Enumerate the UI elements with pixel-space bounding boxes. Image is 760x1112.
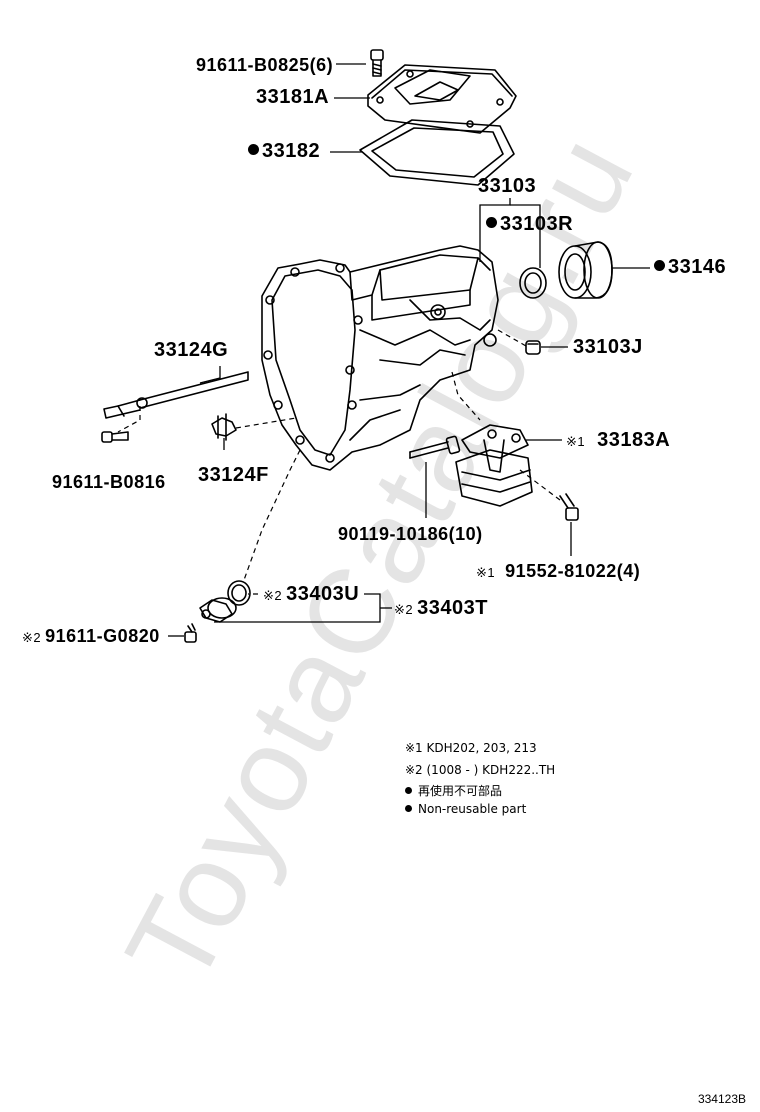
sensor-icon [199,597,237,623]
clip-icon [211,413,237,441]
non-reusable-dot-icon [248,144,259,156]
label-bolt-top: 91611-B0825(6) [196,55,334,75]
leader-lines [168,63,650,637]
label-clip: 33124F [198,464,269,486]
transmission-case-icon [261,245,499,471]
label-plug: 33103J [573,336,643,358]
bolt-top-icon [370,49,384,77]
label-case: 33103 [478,175,537,197]
plug-icon [525,340,541,355]
label-cover: 33181A [256,86,330,108]
note-1: ※1 KDH202, 203, 213 [405,741,537,755]
mount-icon [455,424,533,507]
bullet-dot-icon [405,805,412,812]
label-bolt-left: 91611-B0816 [52,472,166,492]
bolt-left-icon [101,431,129,443]
label-long-bolt: 90119-10186(10) [338,524,483,544]
note-4: Non-reusable part [405,802,526,817]
bolt-right-icon [559,493,579,521]
note-2: ※2 (1008 - ) KDH222..TH [405,763,556,777]
cover-plate-icon [367,64,517,134]
diagram-code: 334123B [697,1092,746,1106]
bullet-dot-icon [405,787,412,794]
dashed-lines [117,329,561,595]
oil-seal-icon [519,267,547,299]
gasket-icon [359,119,515,186]
note-3: 再使用不可部品 [405,784,502,799]
long-bolt-icon [409,435,461,459]
non-reusable-dot-icon [654,260,665,272]
label-gasket: 33182 [248,141,320,161]
non-reusable-dot-icon [486,217,497,229]
o-ring-icon [227,580,251,606]
ring-icon [558,241,613,299]
label-rod: 33124G [154,339,229,361]
shift-rod-icon [103,371,249,419]
bolt-bottom-icon [184,623,197,643]
label-ring: 33146 [654,257,726,277]
label-seal: 33103R [486,214,573,234]
